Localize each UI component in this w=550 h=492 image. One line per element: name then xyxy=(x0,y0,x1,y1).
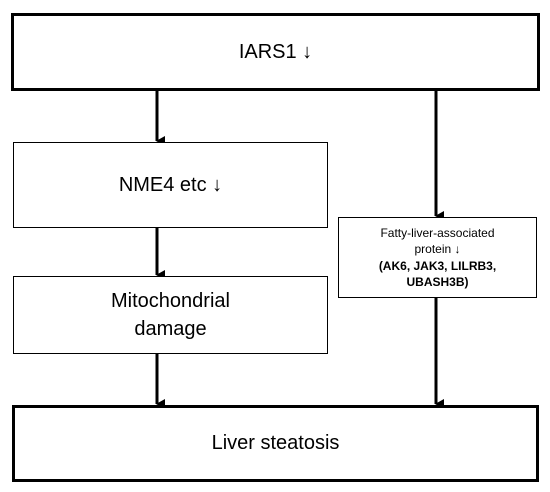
node-fatty-label-line3: (AK6, JAK3, LILRB3, xyxy=(378,258,497,273)
node-fatty-liver-protein: Fatty-liver-associated protein ↓ (AK6, J… xyxy=(338,217,537,298)
node-fatty-label-line1: Fatty-liver-associated xyxy=(380,226,495,241)
node-nme4: NME4 etc ↓ xyxy=(13,142,328,228)
node-iars1: IARS1 ↓ xyxy=(11,13,540,91)
node-mitochondrial-damage: Mitochondrial damage xyxy=(13,276,328,354)
node-liver-steatosis: Liver steatosis xyxy=(12,405,539,482)
node-fatty-label-line2: protein ↓ xyxy=(414,242,461,257)
node-fatty-label-line4: UBASH3B) xyxy=(406,274,469,289)
node-mito-label-line2: damage xyxy=(134,318,207,340)
node-mito-label-line1: Mitochondrial xyxy=(111,290,230,312)
node-iars1-label: IARS1 ↓ xyxy=(238,40,313,63)
node-nme4-label: NME4 etc ↓ xyxy=(118,173,223,196)
node-liver-label: Liver steatosis xyxy=(211,432,340,454)
